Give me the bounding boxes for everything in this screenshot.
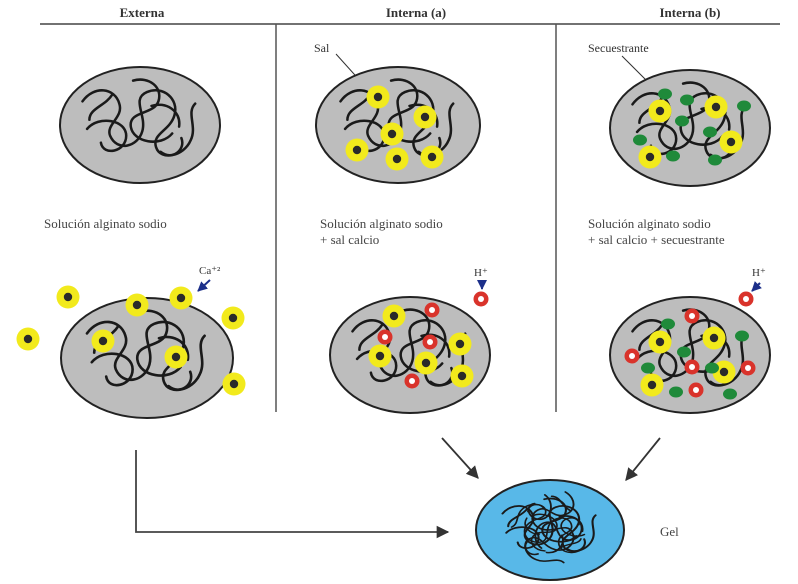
gel-bead — [476, 480, 624, 580]
bead-interna-b-gelling — [610, 297, 770, 413]
caption-interna-a-line1: Solución alginato sodio — [320, 216, 443, 231]
bead-externa-gelling — [61, 298, 233, 418]
free-proton-b — [739, 292, 754, 307]
proton-label-b: H⁺ — [752, 267, 766, 279]
arrow-interna-a-to-gel — [442, 438, 478, 478]
caption-interna-b-line2: + sal calcio + secuestrante — [588, 232, 725, 247]
bead-interna-b-solution — [610, 70, 770, 186]
caption-interna-a-line2: + sal calcio — [320, 232, 379, 247]
caption-externa: Solución alginato sodio — [44, 216, 167, 231]
calcium-ion-label: Ca⁺² — [199, 265, 221, 277]
column-title-externa: Externa — [120, 5, 165, 20]
bead-interna-a-solution — [316, 67, 480, 183]
proton-arrow-b — [752, 283, 760, 291]
secuestrante-label: Secuestrante — [588, 41, 649, 55]
sal-label: Sal — [314, 41, 330, 55]
arrow-interna-b-to-gel — [626, 438, 660, 480]
arrow-externa-to-gel — [136, 450, 448, 532]
calcium-arrow — [198, 280, 210, 291]
column-title-interna-a: Interna (a) — [386, 5, 446, 20]
caption-interna-b-line1: Solución alginato sodio — [588, 216, 711, 231]
bead-externa-solution — [60, 67, 220, 183]
bead-interna-a-gelling — [330, 297, 490, 413]
proton-label-a: H⁺ — [474, 267, 488, 279]
gel-label: Gel — [660, 524, 679, 539]
column-title-interna-b: Interna (b) — [659, 5, 720, 20]
free-proton-a — [474, 292, 489, 307]
